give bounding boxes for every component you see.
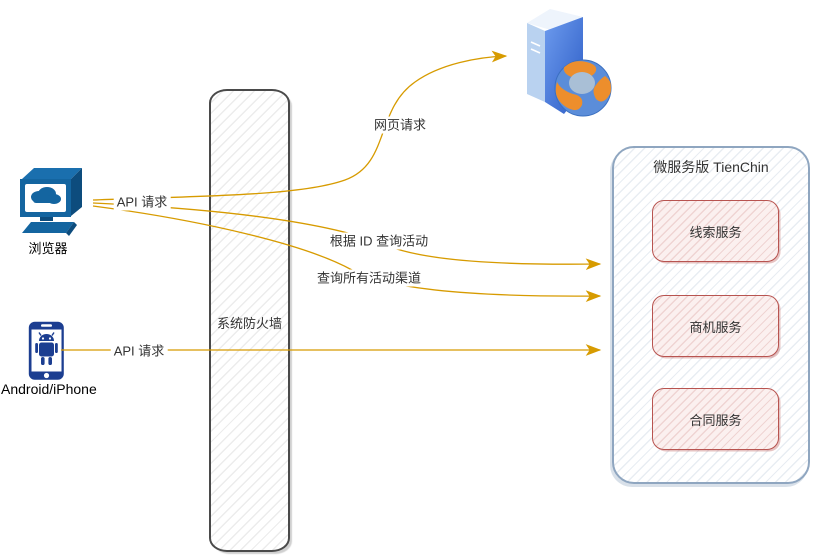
service-box-business-label: 商机服务 <box>689 319 742 335</box>
service-box-clue: 线索服务 <box>652 200 779 262</box>
globe-glyph <box>554 59 612 117</box>
android-robot-glyph <box>35 332 58 365</box>
phone-icon <box>28 321 64 380</box>
browser-icon <box>20 168 82 236</box>
firewall-label: 系统防火墙 <box>216 316 282 331</box>
edge-label-query-by-id: 根据 ID 查询活动 <box>326 232 432 250</box>
microservices-container: 微服务版 TienChin 线索服务 商机服务 合同服务 <box>612 146 810 484</box>
edge-label-browser-api: API 请求 <box>113 193 171 211</box>
edge-label-web-request: 网页请求 <box>370 116 430 134</box>
browser-label: 浏览器 <box>28 241 68 256</box>
cloud-glyph <box>31 187 61 204</box>
service-box-business: 商机服务 <box>652 295 779 357</box>
service-box-contract: 合同服务 <box>652 388 779 450</box>
edge-label-mobile-api: API 请求 <box>110 342 168 360</box>
service-box-clue-label: 线索服务 <box>689 224 742 240</box>
phone-label: Android/iPhone <box>1 381 97 397</box>
server-icon <box>527 9 612 117</box>
edge-label-query-all-channels: 查询所有活动渠道 <box>313 269 425 287</box>
microservices-title: 微服务版 TienChin <box>653 159 769 175</box>
service-box-contract-label: 合同服务 <box>689 412 742 428</box>
